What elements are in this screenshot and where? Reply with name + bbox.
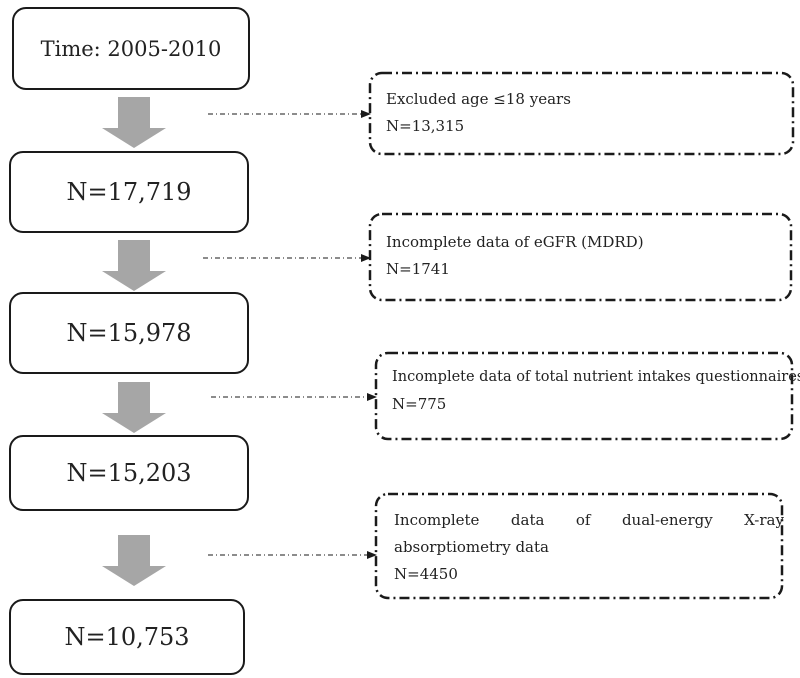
exclusion-count-2: N=1741 (386, 260, 450, 278)
count-box-1: N=17,719 (9, 151, 249, 233)
exclusion-box-4 (374, 492, 784, 600)
reason-word: of (575, 511, 591, 529)
exclusion-text-3: Incomplete data of total nutrient intake… (392, 364, 800, 418)
exclusion-box-2 (368, 212, 793, 302)
count-box-4: N=10,753 (9, 599, 245, 675)
exclusion-count-3: N=775 (392, 395, 447, 413)
exclusion-reason-1: Excluded age ≤18 years (386, 90, 571, 108)
down-arrow-1 (102, 97, 166, 148)
time-label: Time: 2005-2010 (40, 36, 222, 61)
exclusion-box-3 (374, 351, 794, 441)
reason-word: Incomplete (394, 511, 480, 529)
exclusion-text-2: Incomplete data of eGFR (MDRD) N=1741 (386, 229, 644, 283)
count-label-4: N=10,753 (64, 623, 190, 651)
exclusion-text-1: Excluded age ≤18 years N=13,315 (386, 86, 571, 140)
exclusion-count-1: N=13,315 (386, 117, 465, 135)
exclusion-reason-4-line1: Incomplete data of dual-energy X-ray (394, 507, 784, 534)
exclusion-reason-2: Incomplete data of eGFR (MDRD) (386, 233, 644, 251)
down-arrow-3 (102, 382, 166, 433)
count-label-2: N=15,978 (66, 319, 192, 347)
reason-word: data (510, 511, 545, 529)
down-arrow-2 (102, 240, 166, 291)
exclusion-box-1 (368, 71, 795, 156)
reason-word: dual-energy (621, 511, 713, 529)
count-box-3: N=15,203 (9, 435, 249, 511)
exclusion-reason-4-line2: absorptiometry data (394, 538, 549, 556)
exclusion-count-4: N=4450 (394, 565, 458, 583)
count-label-3: N=15,203 (66, 459, 192, 487)
reason-word: X-ray (744, 511, 784, 529)
down-arrow-4 (102, 535, 166, 586)
time-box: Time: 2005-2010 (12, 7, 250, 90)
count-label-1: N=17,719 (66, 178, 192, 206)
count-box-2: N=15,978 (9, 292, 249, 374)
exclusion-text-4: Incomplete data of dual-energy X-ray abs… (394, 507, 784, 588)
exclusion-reason-3: Incomplete data of total nutrient intake… (392, 369, 800, 385)
